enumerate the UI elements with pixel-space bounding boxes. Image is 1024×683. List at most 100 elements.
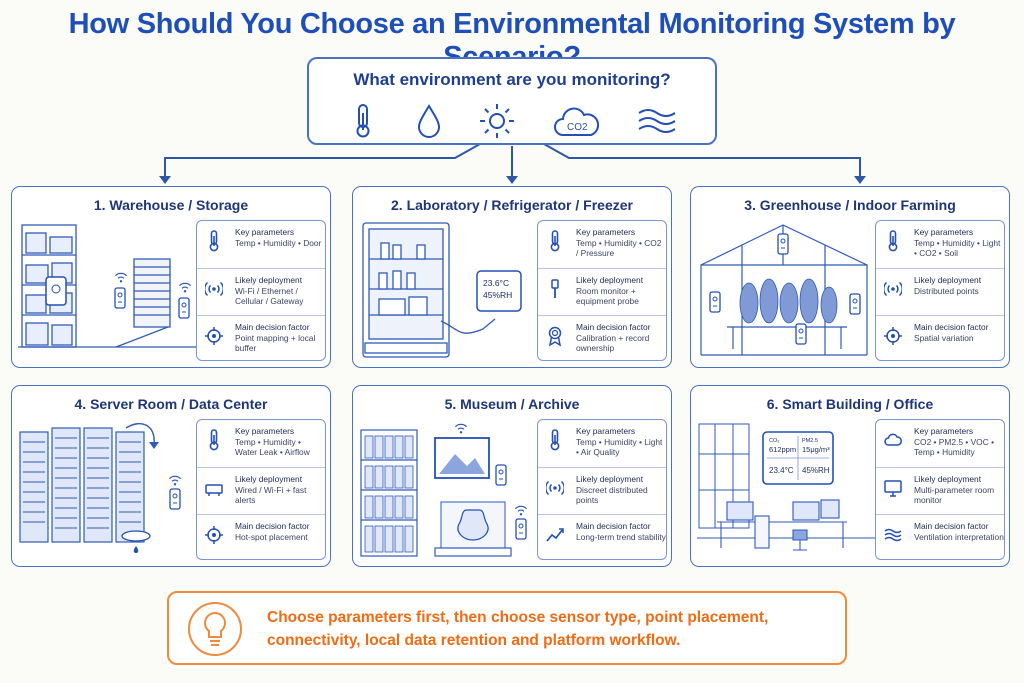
scenario-title: 6. Smart Building / Office xyxy=(766,396,934,412)
device-co2-value: 612ppm xyxy=(769,445,796,454)
thermometer-icon xyxy=(205,230,223,252)
row-value: Multi-parameter room monitor xyxy=(914,484,995,506)
thermometer-icon xyxy=(884,230,902,252)
scenario-card-smart-building: 6. Smart Building / Office CO₂ 612ppm PM… xyxy=(690,385,1010,567)
air-flow-icon xyxy=(638,109,676,133)
co2-label: CO2 xyxy=(567,122,588,133)
row-label: Key parameters xyxy=(576,426,636,436)
row-label: Likely deployment xyxy=(914,275,982,285)
row-label: Key parameters xyxy=(576,227,636,237)
flow-connectors xyxy=(159,143,866,184)
row-value: Temp • Humidity • Water Leak • Airflow xyxy=(235,436,310,458)
row-label: Likely deployment xyxy=(576,474,644,484)
server-room-illustration xyxy=(19,423,182,553)
target-icon xyxy=(884,325,902,347)
warehouse-racks-illustration xyxy=(18,224,196,348)
trend-chart-icon xyxy=(546,524,564,546)
air-flow-icon xyxy=(884,524,902,546)
scenario-title: 4. Server Room / Data Center xyxy=(74,396,268,412)
scenario-title: 2. Laboratory / Refrigerator / Freezer xyxy=(391,197,633,213)
row-label: Likely deployment xyxy=(914,474,982,484)
device-humidity-reading: 45%RH xyxy=(483,290,512,300)
row-value: CO2 • PM2.5 • VOC • Temp • Humidity xyxy=(914,436,995,458)
target-icon xyxy=(205,524,223,546)
co2-cloud-icon: CO2 xyxy=(554,107,600,136)
router-icon xyxy=(205,477,223,499)
device-temp-reading: 23.6°C xyxy=(483,278,509,288)
sun-icon xyxy=(480,104,514,138)
row-value: Room monitor + equipment probe xyxy=(576,285,639,307)
row-label: Likely deployment xyxy=(235,275,303,285)
scenario-title: 5. Museum / Archive xyxy=(444,396,580,412)
scenario-card-server-room: 4. Server Room / Data Center Key paramet… xyxy=(11,385,331,567)
row-label: Main decision factor xyxy=(235,322,310,332)
row-label: Main decision factor xyxy=(235,521,310,531)
cloud-icon xyxy=(884,429,902,451)
row-label: Main decision factor xyxy=(914,521,989,531)
summary-text: Choose parameters first, then choose sen… xyxy=(267,609,769,649)
scenario-title: 1. Warehouse / Storage xyxy=(93,197,249,213)
device-co2-label: CO₂ xyxy=(769,438,779,444)
row-value: Point mapping + local buffer xyxy=(235,332,316,354)
question-text: What environment are you monitoring? xyxy=(353,70,671,89)
row-label: Main decision factor xyxy=(576,322,651,332)
water-drop-icon xyxy=(417,104,441,138)
row-value: Wi-Fi / Ethernet / Cellular / Gateway xyxy=(235,285,304,307)
row-value: Distributed points xyxy=(914,285,979,296)
row-value: Spatial variation xyxy=(914,332,974,343)
question-box: What environment are you monitoring? CO2 xyxy=(307,57,717,145)
row-value: Temp • Humidity • Door xyxy=(235,237,322,248)
device-pm-value: 15μg/m³ xyxy=(802,445,830,454)
row-value: Long-term trend stability xyxy=(576,531,666,542)
thermometer-icon xyxy=(356,104,370,138)
row-label: Key parameters xyxy=(235,426,295,436)
wireless-signal-icon xyxy=(205,278,223,300)
certificate-icon xyxy=(546,325,564,347)
wireless-signal-icon xyxy=(884,278,902,300)
row-label: Main decision factor xyxy=(914,322,989,332)
row-value: Hot-spot placement xyxy=(235,531,308,542)
device-humidity-reading: 45%RH xyxy=(802,466,830,475)
row-value: Temp • Humidity • Light • Air Quality xyxy=(576,436,663,458)
row-value: Temp • Humidity • CO2 / Pressure xyxy=(576,237,662,259)
row-value: Discreet distributed points xyxy=(576,484,648,506)
device-pm-label: PM2.5 xyxy=(802,438,818,444)
row-label: Key parameters xyxy=(235,227,295,237)
greenhouse-illustration xyxy=(700,224,868,356)
thermometer-icon xyxy=(205,429,223,451)
row-value: Ventilation interpretation xyxy=(914,531,1004,542)
wireless-signal-icon xyxy=(546,477,564,499)
row-label: Key parameters xyxy=(914,227,974,237)
scenario-card-laboratory: 2. Laboratory / Refrigerator / Freezer 2… xyxy=(352,186,672,368)
summary-callout: Choose parameters first, then choose sen… xyxy=(167,591,847,665)
thermometer-icon xyxy=(546,230,564,252)
monitor-icon xyxy=(884,477,902,499)
row-label: Key parameters xyxy=(914,426,974,436)
row-label: Likely deployment xyxy=(235,474,303,484)
probe-icon xyxy=(546,278,564,300)
row-label: Main decision factor xyxy=(576,521,651,531)
